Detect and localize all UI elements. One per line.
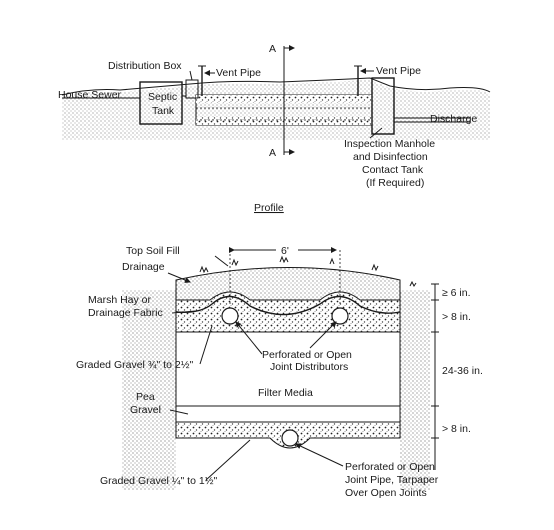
label-marsh-hay-2: Drainage Fabric <box>88 307 163 319</box>
label-pea-2: Gravel <box>130 404 161 416</box>
label-perforated-1: Perforated or Open <box>262 349 352 361</box>
profile-view: A A Distribution Box Vent Pipe Vent Pipe… <box>58 43 491 214</box>
profile-ground-line <box>61 77 491 96</box>
dim-gravel-bottom: > 8 in. <box>442 423 471 435</box>
marsh-hay-layer <box>175 295 401 316</box>
label-top-soil: Top Soil Fill <box>126 245 180 257</box>
width-dimension: 6' <box>281 245 289 257</box>
pea-gravel-layer <box>175 405 401 423</box>
label-graded-gravel-bottom: Graded Gravel ¼" to 1½" <box>100 475 217 487</box>
label-septic-tank-2: Tank <box>152 105 175 117</box>
distributor-pipe-left <box>221 307 239 325</box>
top-soil-fill <box>175 267 401 301</box>
native-soil-left <box>122 290 176 490</box>
label-house-sewer: House Sewer <box>58 89 122 101</box>
septic-tank <box>139 81 183 125</box>
label-pipe-1: Perforated or Open <box>345 461 435 473</box>
label-pea-1: Pea <box>136 391 155 403</box>
distributor-pipe-right <box>331 307 349 325</box>
label-vent-pipe-left: Vent Pipe <box>216 67 261 79</box>
section-marker-top: A <box>269 43 276 55</box>
label-pipe-3: Over Open Joints <box>345 487 427 499</box>
label-marsh-hay-1: Marsh Hay or <box>88 294 152 306</box>
dim-filter-media: 24-36 in. <box>442 365 483 377</box>
dim-gravel-top: > 8 in. <box>442 311 471 323</box>
label-vent-pipe-right: Vent Pipe <box>376 65 421 77</box>
label-inspection-1: Inspection Manhole <box>344 138 435 150</box>
label-discharge: Discharge <box>430 113 477 125</box>
cross-section-view: 6' ≥ 6 in. > 8 in. 24-36 in. > 8 in. Top… <box>76 245 483 499</box>
label-inspection-4: (If Required) <box>366 177 424 189</box>
label-perforated-2: Joint Distributors <box>270 361 348 373</box>
label-inspection-2: and Disinfection <box>353 151 428 163</box>
profile-soil <box>62 80 490 140</box>
native-soil-right <box>400 290 430 490</box>
profile-caption: Profile <box>254 202 284 214</box>
dim-top-soil: ≥ 6 in. <box>442 287 471 299</box>
label-inspection-3: Contact Tank <box>362 164 424 176</box>
label-distribution-box: Distribution Box <box>108 60 182 72</box>
label-septic-tank-1: Septic <box>148 91 177 103</box>
underdrain-pipe <box>281 429 299 447</box>
section-marker-bottom: A <box>269 147 276 159</box>
label-graded-gravel-top: Graded Gravel ¾" to 2½" <box>76 359 193 371</box>
inspection-manhole <box>371 77 395 135</box>
label-drainage: Drainage <box>122 261 165 273</box>
label-pipe-2: Joint Pipe, Tarpaper <box>345 474 439 486</box>
label-filter-media: Filter Media <box>258 387 313 399</box>
